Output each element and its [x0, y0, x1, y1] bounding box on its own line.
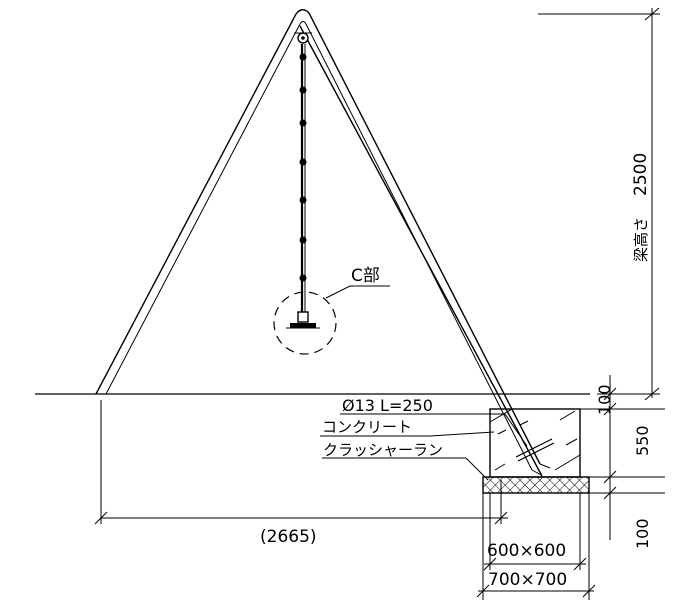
detail-c-circle: [273, 291, 337, 355]
span-value: (2665): [260, 527, 317, 547]
embed-above-value: 100: [595, 384, 614, 415]
depth-dimension: [580, 375, 665, 540]
footing-inner-value: 600×600: [487, 541, 566, 561]
span-dimension: [94, 400, 508, 525]
detail-c-leader: [325, 285, 390, 299]
a-frame: [95, 9, 551, 477]
top-hanger: [294, 32, 312, 44]
swing-seat: [286, 311, 320, 329]
detail-c-label: C部: [351, 266, 380, 286]
crusher-run-label: クラッシャーラン: [323, 441, 443, 459]
callout-leaders: [320, 413, 528, 481]
chain: [299, 44, 307, 312]
footing-width-dimensions: [476, 493, 596, 600]
embed-depth-value: 550: [633, 425, 652, 456]
height-value: 2500: [631, 153, 651, 196]
concrete-label: コンクリート: [322, 418, 412, 436]
anchor-bar: [515, 438, 555, 462]
concrete-footing: [489, 408, 581, 478]
base-thickness-value: 100: [633, 518, 652, 549]
anchor-label: Ø13 L=250: [342, 396, 433, 415]
height-label: 梁高さ: [632, 217, 650, 262]
height-dimension: [538, 7, 660, 401]
footing-outer-value: 700×700: [488, 570, 567, 590]
